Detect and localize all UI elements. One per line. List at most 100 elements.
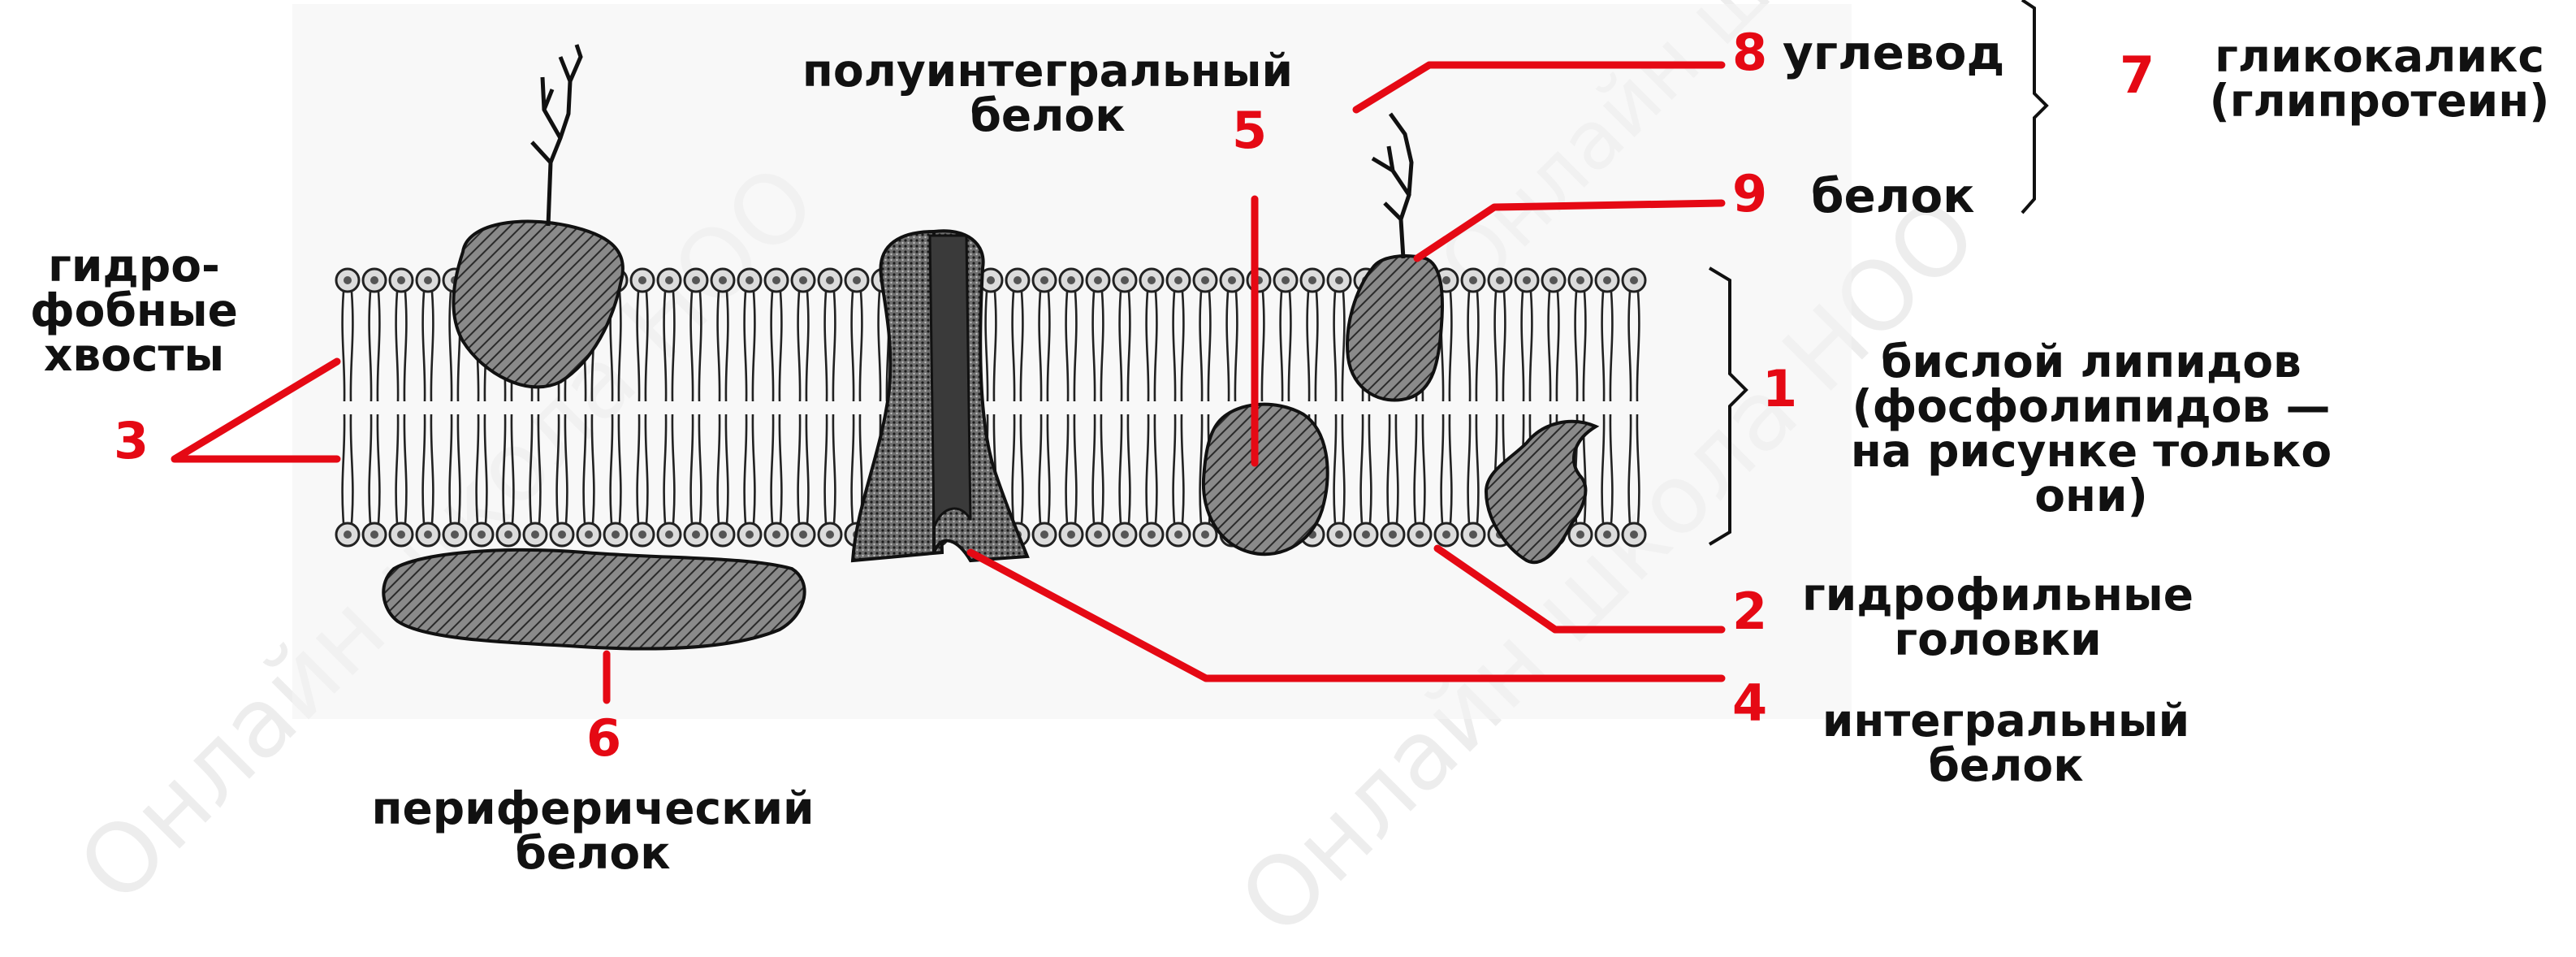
- label-semi-integral-line: белок: [731, 93, 1364, 138]
- lipid-head-dot: [585, 530, 593, 539]
- lipid-head-dot: [531, 530, 539, 539]
- lipid-head-dot: [397, 530, 405, 539]
- label-protein: белок: [1811, 172, 1975, 219]
- lipid-head-dot: [1228, 276, 1236, 284]
- label-bilayer-line: бислой липидов: [1811, 340, 2371, 384]
- lipid-head-dot: [1335, 276, 1343, 284]
- number-1: 1: [1762, 364, 1797, 414]
- lipid-head-dot: [504, 530, 512, 539]
- label-peripheral-line: белок: [309, 831, 877, 876]
- number-7: 7: [2120, 50, 2155, 101]
- lipid-head-dot: [692, 276, 700, 284]
- lipid-head-dot: [1576, 530, 1584, 539]
- lipid-head-dot: [1576, 276, 1584, 284]
- label-peripheral-protein: периферический белок: [309, 786, 877, 876]
- lipid-head-dot: [424, 530, 432, 539]
- lipid-head-dot: [1094, 530, 1102, 539]
- label-hydrophobic-line: фобные: [0, 288, 268, 333]
- lipid-head-dot: [1282, 276, 1290, 284]
- lipid-head-dot: [746, 530, 754, 539]
- membrane-diagram: Онлайн школа НОО Онлайн школа НОО Онлайн…: [0, 0, 2576, 889]
- label-integral-protein: интегральный белок: [1803, 699, 2209, 788]
- lipid-head-dot: [1014, 276, 1022, 284]
- lipid-head-dot: [799, 530, 807, 539]
- lipid-head-dot: [1523, 276, 1531, 284]
- number-8: 8: [1732, 28, 1767, 78]
- lipid-head-dot: [1040, 276, 1048, 284]
- peripheral-protein: [383, 550, 804, 649]
- lipid-head-dot: [1121, 530, 1129, 539]
- lipid-head-dot: [719, 530, 727, 539]
- lipid-head-dot: [638, 276, 646, 284]
- lipid-head-dot: [451, 530, 459, 539]
- number-6: 6: [586, 713, 621, 764]
- lipid-head-dot: [1201, 530, 1209, 539]
- label-hydrophobic-line: хвосты: [0, 333, 268, 378]
- lipid-head-dot: [826, 530, 834, 539]
- lipid-head-dot: [344, 276, 352, 284]
- lipid-head-dot: [1603, 276, 1611, 284]
- lipid-head-dot: [1362, 530, 1370, 539]
- lipid-head-dot: [1174, 530, 1182, 539]
- lipid-head-dot: [1469, 530, 1477, 539]
- lipid-head-dot: [370, 530, 378, 539]
- label-hydrophilic-line: головки: [1779, 617, 2217, 662]
- lipid-head-dot: [558, 530, 566, 539]
- lipid-head-dot: [1549, 276, 1558, 284]
- lipid-head-dot: [1308, 276, 1316, 284]
- label-glycocalyx: гликокаликс (глипротеин): [2193, 34, 2566, 123]
- lipid-head-dot: [665, 530, 673, 539]
- lipid-head-dot: [1067, 276, 1075, 284]
- lipid-head-dot: [1416, 530, 1424, 539]
- lipid-head-dot: [719, 276, 727, 284]
- lipid-head-dot: [1201, 276, 1209, 284]
- label-semi-integral-protein: полуинтегральный белок: [731, 49, 1364, 138]
- label-integral-line: белок: [1803, 743, 2209, 788]
- label-semi-integral-line: полуинтегральный: [731, 49, 1364, 93]
- lipid-head-dot: [987, 276, 995, 284]
- lipid-head-dot: [1121, 276, 1129, 284]
- number-9: 9: [1732, 169, 1767, 219]
- lipid-head-dot: [1496, 276, 1504, 284]
- lipid-head-dot: [692, 530, 700, 539]
- number-2: 2: [1732, 587, 1767, 637]
- lipid-head-dot: [424, 276, 432, 284]
- label-bilayer-line: на рисунке только: [1811, 429, 2371, 474]
- lipid-head-dot: [478, 530, 486, 539]
- lipid-head-dot: [826, 276, 834, 284]
- lipid-head-dot: [665, 276, 673, 284]
- label-hydrophilic-heads: гидрофильные головки: [1779, 573, 2217, 662]
- lipid-head-dot: [397, 276, 405, 284]
- lipid-head-dot: [853, 276, 861, 284]
- lipid-head-dot: [1067, 530, 1075, 539]
- label-integral-line: интегральный: [1803, 699, 2209, 743]
- lipid-head-dot: [1603, 530, 1611, 539]
- label-hydrophobic-tails: гидро- фобные хвосты: [0, 244, 268, 378]
- glycocalyx-brace: [2022, 0, 2047, 213]
- lipid-head-dot: [1335, 530, 1343, 539]
- lipid-head-dot: [638, 530, 646, 539]
- label-glycocalyx-line: (глипротеин): [2193, 79, 2566, 123]
- lipid-head-dot: [1174, 276, 1182, 284]
- lipid-head-dot: [370, 276, 378, 284]
- label-carbohydrate: углевод: [1783, 29, 2004, 76]
- lipid-head-dot: [1630, 530, 1638, 539]
- lipid-head-dot: [344, 530, 352, 539]
- label-bilayer-line: они): [1811, 474, 2371, 518]
- lipid-head-dot: [1040, 530, 1048, 539]
- lipid-head-dot: [746, 276, 754, 284]
- lipid-head-dot: [612, 530, 620, 539]
- lipid-head-dot: [1442, 276, 1450, 284]
- channel-protein-core: [930, 236, 970, 528]
- label-glycocalyx-line: гликокаликс: [2193, 34, 2566, 79]
- label-hydrophilic-line: гидрофильные: [1779, 573, 2217, 617]
- lipid-head-dot: [772, 276, 780, 284]
- label-hydrophobic-line: гидро-: [0, 244, 268, 288]
- lipid-head-dot: [1389, 530, 1397, 539]
- label-bilayer-line: (фосфолипидов —: [1811, 384, 2371, 429]
- lipid-head-dot: [1630, 276, 1638, 284]
- lipid-head-dot: [799, 276, 807, 284]
- number-4: 4: [1732, 678, 1767, 729]
- lipid-head-dot: [1148, 276, 1156, 284]
- embedded-protein: [1204, 405, 1328, 555]
